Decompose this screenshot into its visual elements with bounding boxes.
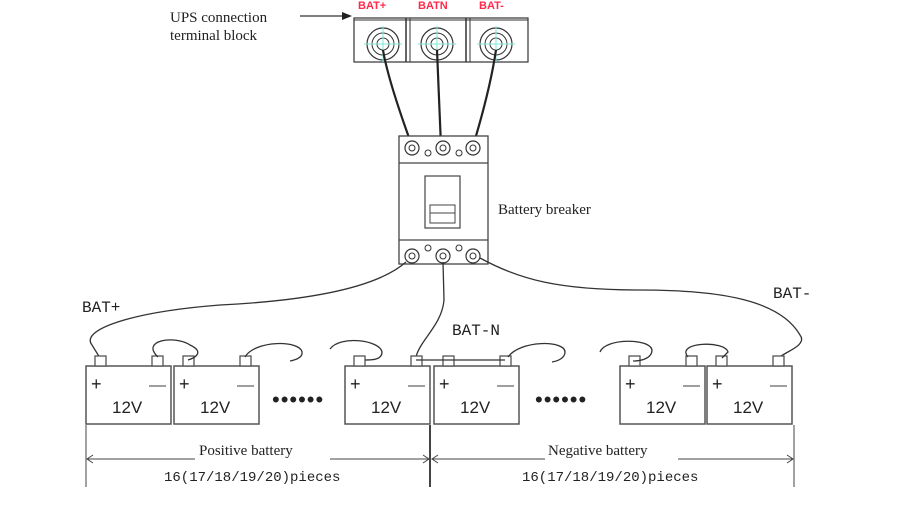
negative-terminal bbox=[239, 355, 252, 367]
positive-terminal bbox=[94, 355, 107, 367]
wire-bat-n bbox=[415, 261, 445, 358]
plus-sign: + bbox=[439, 374, 450, 394]
jumper-1-2 bbox=[152, 339, 199, 361]
voltage-label: 12V bbox=[646, 398, 677, 417]
battery-unit: +12V bbox=[344, 355, 431, 425]
wire-terminal-to-breaker-n bbox=[435, 49, 443, 147]
battery-ellipsis-left: •••••• bbox=[272, 387, 324, 412]
negative-dimension-arrow bbox=[431, 454, 794, 464]
voltage-label: 12V bbox=[733, 398, 764, 417]
jumper-in-5 bbox=[599, 340, 653, 362]
wire-label-bat-minus: BAT- bbox=[773, 285, 811, 303]
jumper-4-out bbox=[507, 342, 566, 363]
terminal-label-bat-plus: BAT+ bbox=[358, 0, 386, 12]
battery-unit: +12V bbox=[433, 355, 520, 425]
voltage-label: 12V bbox=[460, 398, 491, 417]
negative-terminal bbox=[772, 355, 785, 367]
arrow-icon bbox=[300, 12, 352, 20]
jumper-in-3 bbox=[329, 339, 383, 361]
jumper-5-6 bbox=[685, 343, 729, 359]
battery-unit: +12V bbox=[173, 355, 260, 425]
positive-battery-label: Positive battery bbox=[199, 443, 293, 459]
voltage-label: 12V bbox=[112, 398, 143, 417]
wire-terminal-to-breaker-plus bbox=[381, 49, 414, 147]
battery-unit: +12V bbox=[706, 355, 793, 425]
wire-label-bat-n: BAT-N bbox=[452, 322, 500, 340]
plus-sign: + bbox=[712, 374, 723, 394]
battery-unit: +12V bbox=[85, 355, 172, 425]
ups-label-line1: UPS connection bbox=[170, 10, 268, 26]
terminal-label-bat-minus: BAT- bbox=[479, 0, 504, 12]
plus-sign: + bbox=[625, 374, 636, 394]
negative-battery-label: Negative battery bbox=[548, 443, 648, 459]
positive-dimension-arrow bbox=[86, 454, 430, 464]
wire-bat-minus bbox=[479, 257, 803, 358]
wire-label-bat-plus: BAT+ bbox=[82, 299, 120, 317]
wire-bat-plus bbox=[89, 261, 407, 359]
voltage-label: 12V bbox=[371, 398, 402, 417]
positive-battery-count: 16(17/18/19/20)pieces bbox=[164, 470, 340, 486]
ups-label-line2: terminal block bbox=[170, 28, 258, 44]
plus-sign: + bbox=[179, 374, 190, 394]
negative-terminal bbox=[499, 355, 512, 367]
battery-breaker bbox=[398, 135, 489, 265]
plus-sign: + bbox=[350, 374, 361, 394]
voltage-label: 12V bbox=[200, 398, 231, 417]
positive-terminal bbox=[182, 355, 195, 367]
terminal-label-batn: BATN bbox=[418, 0, 448, 12]
battery-unit: +12V bbox=[619, 355, 706, 425]
positive-terminal bbox=[442, 355, 455, 367]
plus-sign: + bbox=[91, 374, 102, 394]
negative-terminal bbox=[685, 355, 698, 367]
negative-terminal bbox=[151, 355, 164, 367]
wire-terminal-to-breaker-minus bbox=[471, 49, 498, 147]
jumper-2-out bbox=[244, 342, 303, 362]
ups-terminal-block bbox=[353, 17, 529, 63]
negative-battery-count: 16(17/18/19/20)pieces bbox=[522, 470, 698, 486]
breaker-label: Battery breaker bbox=[498, 202, 591, 218]
positive-terminal bbox=[715, 355, 728, 367]
negative-terminal bbox=[410, 355, 423, 367]
positive-terminal bbox=[353, 355, 366, 367]
battery-ellipsis-right: •••••• bbox=[535, 387, 587, 412]
